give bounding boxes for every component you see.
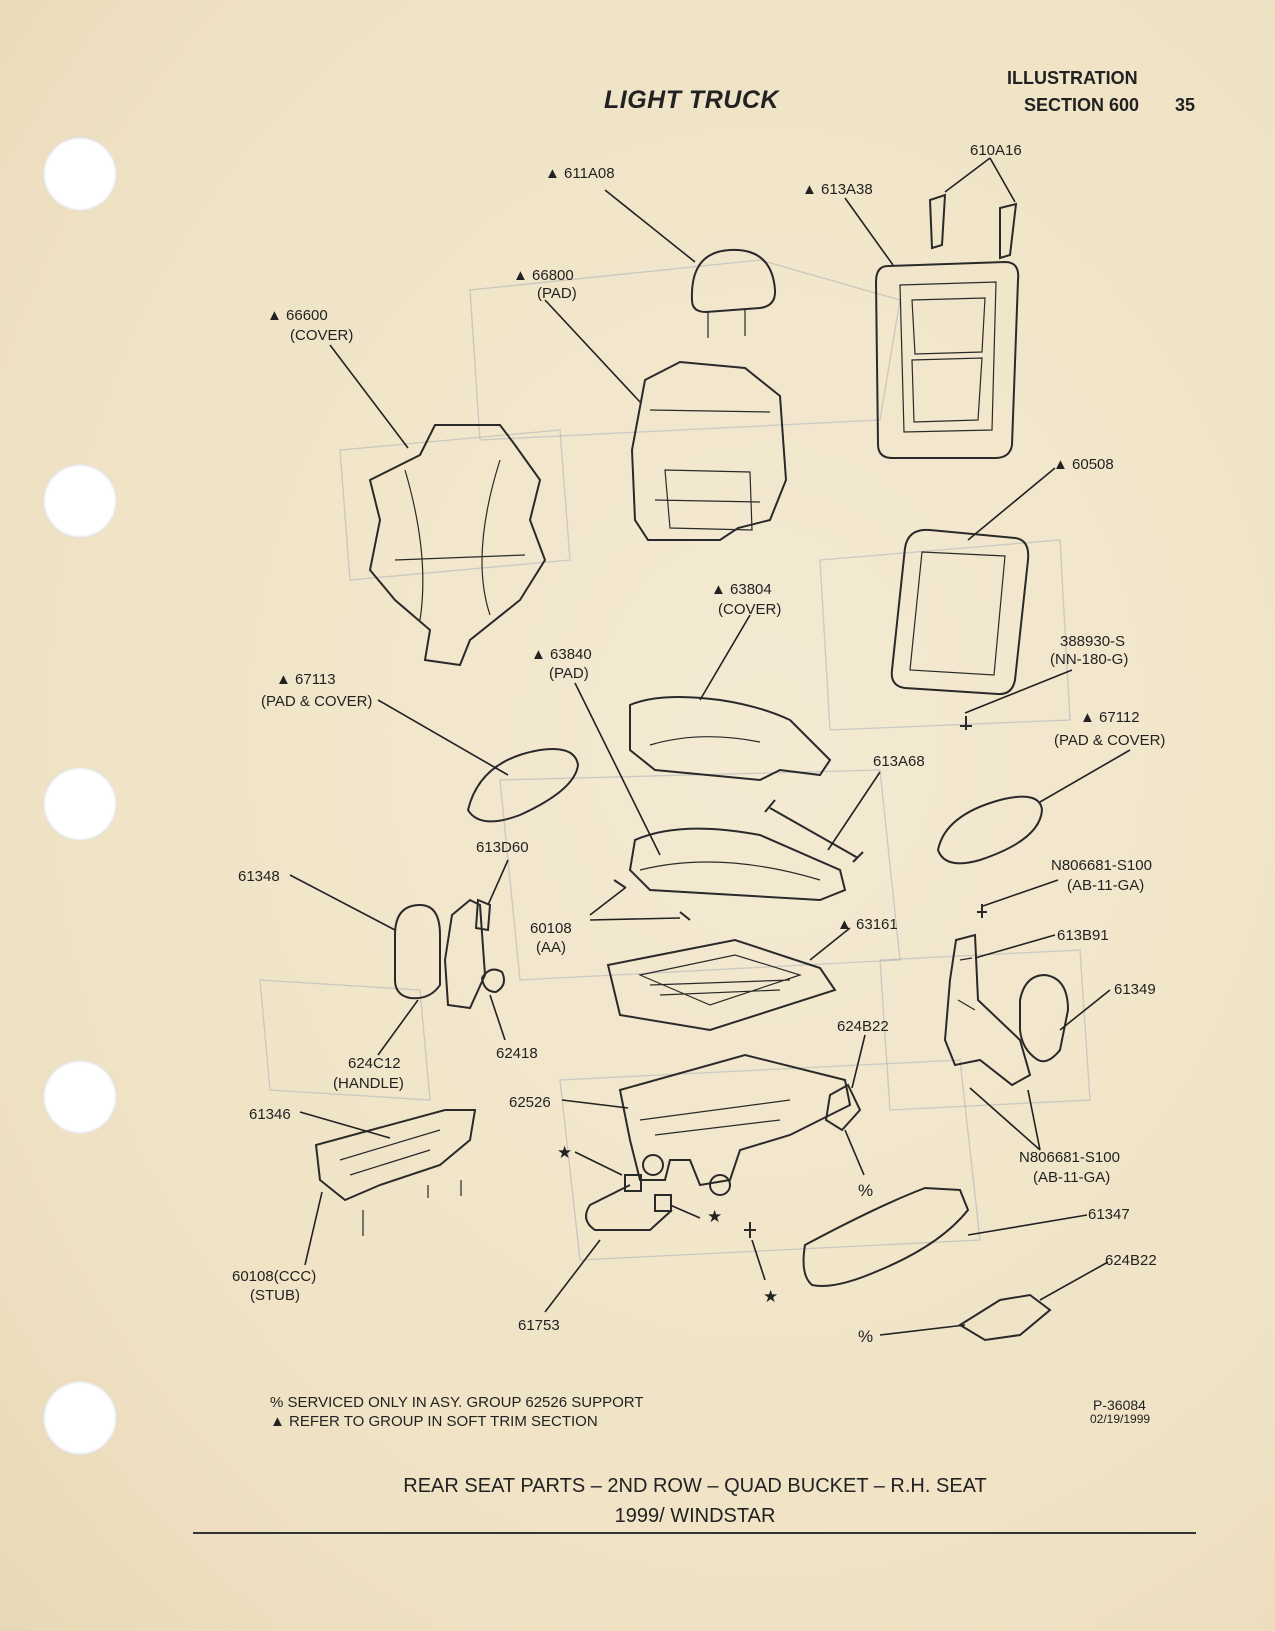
callout-label: 613B91 [1057, 927, 1109, 944]
side-bracket-part [314, 1109, 477, 1236]
callout-label: ▲ 63161 [837, 916, 898, 933]
recliner-cover-part [394, 903, 441, 1000]
callout-label: 61348 [238, 868, 280, 885]
callout-label: (COVER) [290, 327, 353, 344]
callout-label: ★ [557, 1143, 572, 1162]
loop-strap-part [585, 1174, 673, 1231]
recliner-bracket-part [443, 898, 492, 1010]
callout-label: (AB-11-GA) [1033, 1169, 1110, 1186]
callout-label: % [858, 1181, 873, 1200]
drawing-number: P-36084 [1093, 1397, 1146, 1413]
callout-label: ▲ 63804 [711, 581, 772, 598]
seat-back-cover-part [368, 424, 547, 667]
section-label: SECTION 600 [1024, 95, 1140, 115]
handle-knob-part [480, 968, 505, 994]
callout-label: ★ [763, 1287, 778, 1306]
callout-label: 61346 [249, 1106, 291, 1123]
back-panel-part [890, 528, 1030, 696]
callout-label: ▲ 611A08 [545, 165, 615, 182]
latch-upper-part [824, 1083, 862, 1132]
page-title: LIGHT TRUCK [604, 86, 779, 114]
callout-label: (PAD) [549, 665, 589, 682]
callout-label: 60108(CCC) [232, 1268, 316, 1285]
callout-label: (AA) [536, 939, 566, 956]
rod-part [764, 799, 864, 863]
leader-lines [289, 157, 1131, 1336]
callout-label: 61347 [1088, 1206, 1130, 1223]
head-restraint-part [690, 248, 777, 338]
callout-label: (NN-180-G) [1050, 651, 1128, 668]
figure-caption-model: 1999/ WINDSTAR [614, 1505, 776, 1527]
callout-label: (PAD & COVER) [261, 693, 372, 710]
binder-hole [43, 1381, 117, 1455]
callout-label: 613A68 [873, 753, 925, 770]
callout-label: 624B22 [837, 1018, 889, 1035]
callout-label: ▲ 67112 [1080, 709, 1140, 726]
callout-label: ▲ 66800 [513, 267, 574, 284]
callout-label: N806681-S100 [1019, 1149, 1120, 1166]
callout-label: (AB-11-GA) [1067, 877, 1144, 894]
bottom-rule [193, 1532, 1196, 1534]
cushion-pad-part [628, 827, 847, 902]
seat-back-frame-part [874, 260, 1020, 459]
callout-label: (PAD & COVER) [1054, 732, 1165, 749]
callout-label: (COVER) [718, 601, 781, 618]
recliner-mechanism-right-part [943, 933, 1032, 1087]
seat-support-part [618, 1053, 852, 1196]
cushion-cover-part [629, 695, 832, 782]
callout-label: N806681-S100 [1051, 857, 1152, 874]
callout-label: 610A16 [970, 142, 1022, 159]
callout-label: 60108 [530, 920, 572, 937]
callout-label: 61753 [518, 1317, 560, 1334]
callout-labels: ▲ 611A08 ▲ 613A38 610A16 ▲ 66800 (PAD) ▲… [232, 142, 1165, 1346]
refer-note: ▲ REFER TO GROUP IN SOFT TRIM SECTION [270, 1413, 598, 1430]
callout-label: (HANDLE) [333, 1075, 404, 1092]
latch-lower-part [958, 1293, 1052, 1342]
fasteners [613, 716, 987, 1238]
callout-label: 613D60 [476, 839, 529, 856]
callout-label: 624C12 [348, 1055, 401, 1072]
armrest-left-part [466, 748, 580, 823]
figure-caption: REAR SEAT PARTS – 2ND ROW – QUAD BUCKET … [403, 1475, 987, 1497]
headrest-guides-part [928, 193, 1018, 260]
binder-hole [43, 464, 117, 538]
binder-hole [43, 1060, 117, 1134]
page-number: 35 [1175, 95, 1196, 115]
callout-label: 388930-S [1060, 633, 1125, 650]
callout-label: 62526 [509, 1094, 551, 1111]
callout-label: ▲ 67113 [276, 671, 336, 688]
show-through-artwork [259, 259, 1091, 1261]
binder-hole [43, 767, 117, 841]
binder-hole [43, 137, 117, 211]
callout-label: (STUB) [250, 1287, 300, 1304]
callout-label: ▲ 60508 [1053, 456, 1114, 473]
drawing-date: 02/19/1999 [1090, 1412, 1151, 1426]
serviced-note: % SERVICED ONLY IN ASY. GROUP 62526 SUPP… [270, 1394, 644, 1411]
side-trim-part [802, 1186, 970, 1287]
cushion-frame-part [606, 938, 837, 1032]
callout-label: % [858, 1327, 873, 1346]
callout-label: 61349 [1114, 981, 1156, 998]
callout-label: ▲ 63840 [531, 646, 592, 663]
callout-label: ▲ 66600 [267, 307, 328, 324]
callout-label: 624B22 [1105, 1252, 1157, 1269]
callout-label: 62418 [496, 1045, 538, 1062]
callout-label: (PAD) [537, 285, 577, 302]
callout-label: ▲ 613A38 [802, 181, 873, 198]
seat-back-pad-part [630, 360, 788, 541]
callout-label: ★ [707, 1207, 722, 1226]
illustration-label: ILLUSTRATION [1007, 68, 1138, 88]
armrest-right-part [936, 795, 1044, 865]
recliner-cover-right-part [1019, 973, 1070, 1063]
